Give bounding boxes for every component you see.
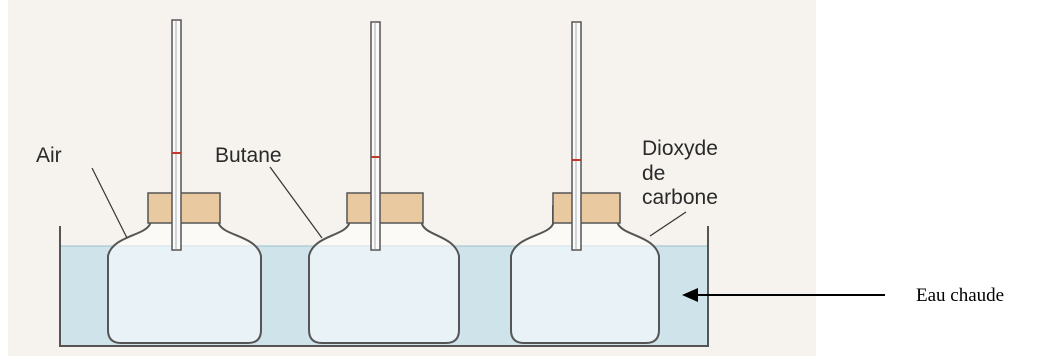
cork bbox=[346, 192, 424, 224]
leader-air bbox=[91, 167, 128, 239]
label-air: Air bbox=[36, 144, 62, 167]
glass-tube bbox=[370, 21, 381, 251]
label-butane: Butane bbox=[215, 144, 282, 167]
label-co2-line1: Dioxyde bbox=[642, 137, 718, 160]
glass-tube bbox=[571, 21, 582, 251]
label-co2-line2: de bbox=[642, 162, 665, 185]
water-basin bbox=[59, 226, 709, 347]
flask-co2 bbox=[510, 21, 660, 344]
label-co2-line3: carbone bbox=[642, 186, 718, 209]
cork bbox=[552, 192, 621, 224]
flask-air bbox=[107, 19, 262, 344]
label-hot-water: Eau chaude bbox=[916, 285, 1004, 306]
leader-butane bbox=[269, 166, 323, 239]
glass-tube bbox=[171, 19, 182, 251]
flask-butane bbox=[308, 21, 460, 344]
cork bbox=[147, 192, 221, 224]
arrow-head bbox=[682, 288, 698, 302]
leader-co2 bbox=[649, 211, 687, 237]
